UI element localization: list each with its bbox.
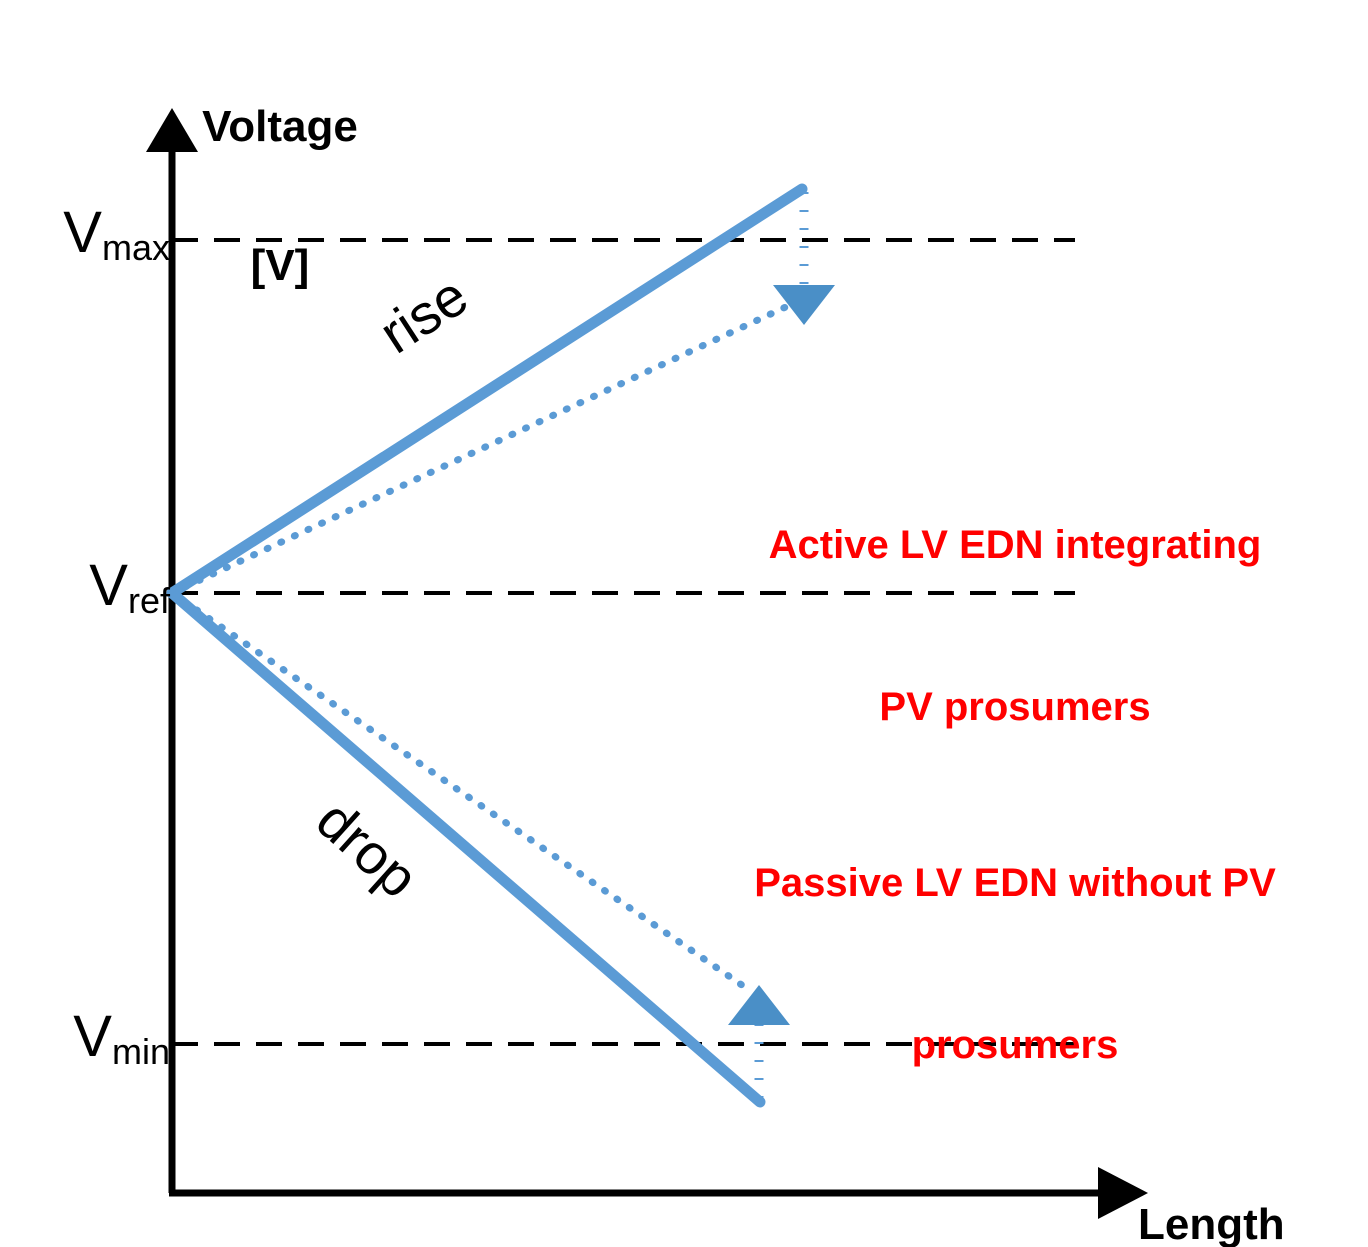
passive-network-annotation: Passive LV EDN without PV prosumers xyxy=(690,748,1340,1180)
x-axis-title: Length [km] xyxy=(1138,1110,1368,1247)
y-axis-arrowhead-icon xyxy=(146,108,198,152)
rise-mitigation-arrow-down-icon xyxy=(773,285,835,325)
active-network-annotation-line1: Active LV EDN integrating xyxy=(768,523,1262,567)
vref-label-subscript: ref xyxy=(127,580,170,621)
voltage-drop-solid-line xyxy=(166,587,766,1108)
x-axis-arrowhead-icon xyxy=(1098,1167,1148,1219)
vref-label: Vref xyxy=(0,553,170,619)
active-network-annotation-line2: PV prosumers xyxy=(879,685,1151,729)
vmin-label-subscript: min xyxy=(111,1031,170,1072)
voltage-rise-solid-line xyxy=(166,183,808,599)
vmin-label: Vmin xyxy=(0,1004,170,1070)
voltage-drop-dotted-line xyxy=(168,589,756,996)
vmax-label-base: V xyxy=(63,200,102,265)
vref-label-base: V xyxy=(89,553,128,618)
voltage-rise-dotted-line xyxy=(168,301,794,597)
active-network-annotation: Active LV EDN integrating PV prosumers xyxy=(690,410,1340,842)
y-axis-title-line1: Voltage xyxy=(202,102,358,152)
passive-network-annotation-line1: Passive LV EDN without PV xyxy=(754,861,1276,905)
vmax-label: Vmax xyxy=(0,200,170,266)
vmax-label-subscript: max xyxy=(101,227,170,268)
y-axis-title-line2: [V] xyxy=(250,240,310,290)
vmin-label-base: V xyxy=(73,1004,112,1069)
y-axis-title: Voltage [V] xyxy=(150,12,410,382)
drop-mitigation-arrow-up-icon xyxy=(728,985,790,1025)
x-axis-title-line1: Length xyxy=(1138,1200,1285,1247)
passive-network-annotation-line2: prosumers xyxy=(911,1023,1119,1067)
